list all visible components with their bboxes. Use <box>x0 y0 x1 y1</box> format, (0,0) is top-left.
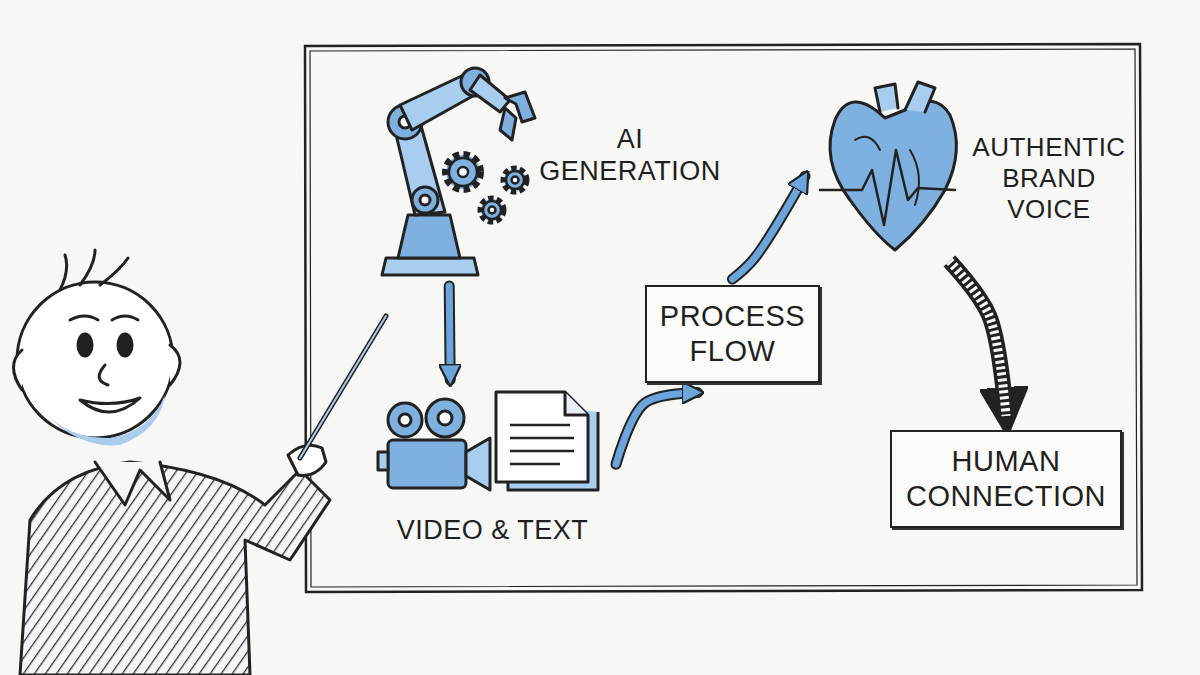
arrow-outline <box>733 176 806 279</box>
box-label: PROCESS FLOW <box>659 299 806 369</box>
robot-arm-icon <box>382 68 535 275</box>
heart-icon <box>820 82 956 250</box>
icon-group: VIDEO & TEXT <box>375 390 610 555</box>
icon-group: AI GENERATION <box>370 75 730 280</box>
arrow-shaft <box>949 261 1006 416</box>
arrow-outline <box>616 393 698 465</box>
arrow-shaft <box>733 176 806 279</box>
icon-label: VIDEO & TEXT <box>375 514 610 546</box>
process-box: PROCESS FLOW <box>645 285 820 383</box>
box-label: HUMAN CONNECTION <box>904 444 1108 514</box>
presenter-figure <box>14 250 387 675</box>
icon-label: AUTHENTIC BRAND VOICE <box>965 132 1133 226</box>
icon-group: AUTHENTIC BRAND VOICE <box>815 80 1135 255</box>
arrow-shaft <box>449 286 450 380</box>
whiteboard-frame <box>305 44 1142 592</box>
arrow-outline <box>449 286 450 380</box>
arrow-shaft <box>616 393 698 465</box>
flow-arrow <box>616 393 698 465</box>
icon-label: AI GENERATION <box>535 123 725 188</box>
process-box: HUMAN CONNECTION <box>890 430 1122 528</box>
video-camera-icon <box>378 399 490 490</box>
flow-arrow <box>449 286 450 380</box>
big-arrow <box>949 261 1006 416</box>
arrow-hatching <box>949 261 1006 416</box>
gear-icons <box>446 155 526 221</box>
document-icon <box>496 392 598 490</box>
flow-arrow <box>733 176 806 279</box>
